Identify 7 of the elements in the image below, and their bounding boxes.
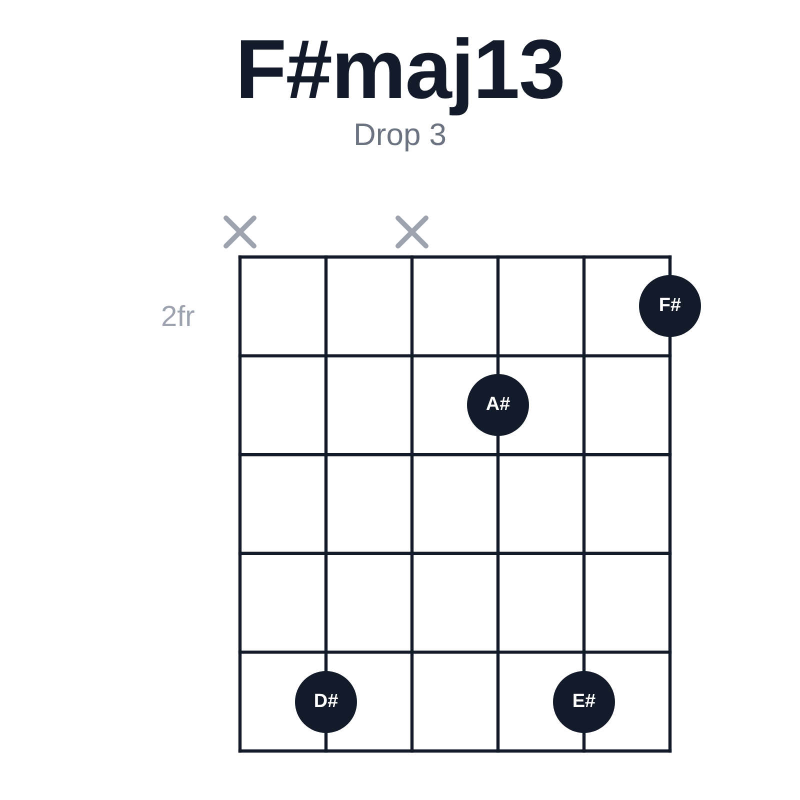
fret-position-label: 2fr (161, 300, 195, 334)
subtitle: Drop 3 (354, 117, 447, 153)
finger-dot: A# (467, 374, 529, 436)
finger-dot: F# (639, 275, 701, 338)
chord-title: F#maj13 (235, 22, 565, 116)
finger-dot: E# (553, 670, 615, 733)
finger-dot: D# (295, 670, 357, 733)
